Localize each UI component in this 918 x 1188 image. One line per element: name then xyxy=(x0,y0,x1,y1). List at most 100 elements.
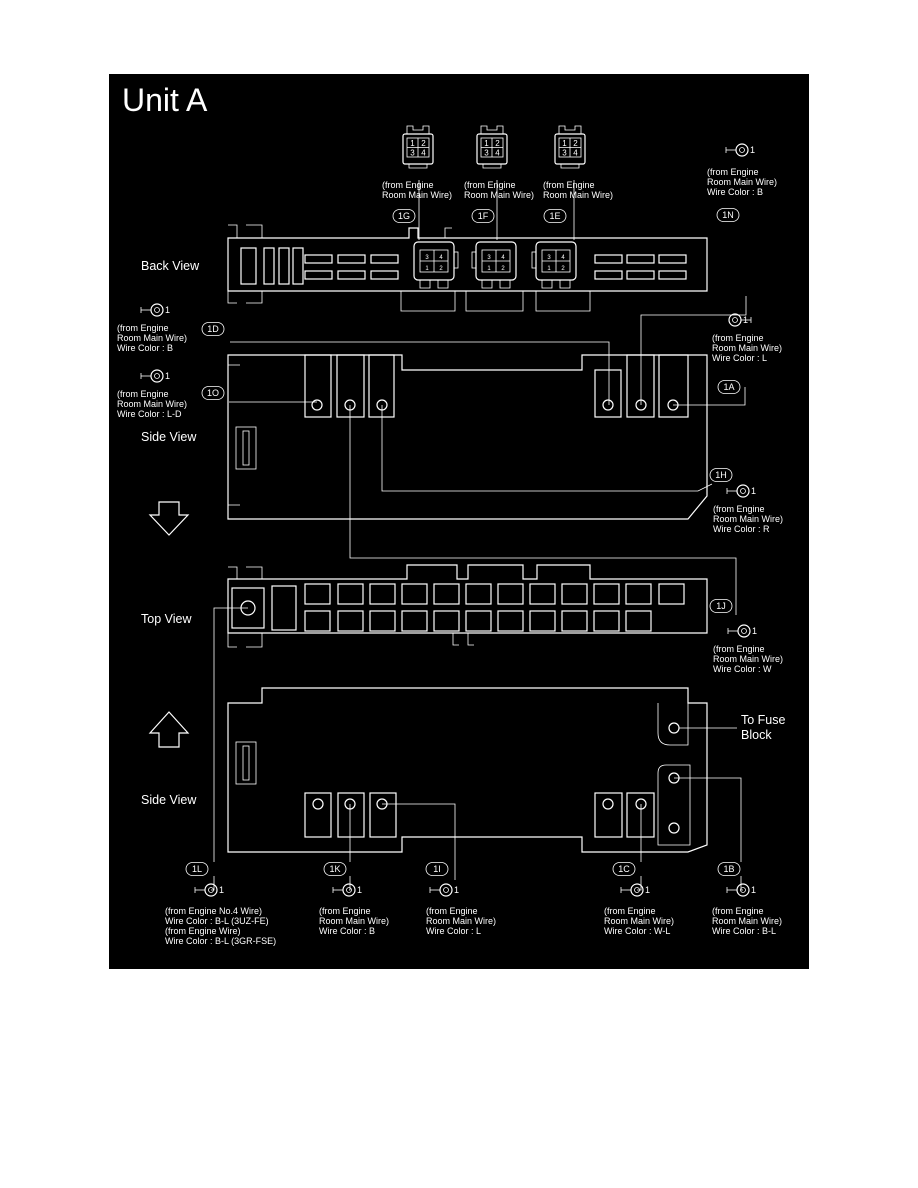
wire-note: (from Engine xyxy=(382,180,434,190)
socket-tail xyxy=(541,280,571,289)
terminal-number: 1 xyxy=(357,885,362,895)
terminal-number: 1 xyxy=(219,885,224,895)
connector-id-1l: 1L xyxy=(185,862,209,876)
connector-id-1a: 1A xyxy=(717,380,741,394)
wire-note: (from Engine xyxy=(604,906,656,916)
bolt-post xyxy=(594,369,622,418)
housing-feet xyxy=(400,291,591,312)
fuse-cell xyxy=(561,610,588,632)
bolt-hole xyxy=(602,798,614,810)
ring-terminal-icon: 1 xyxy=(727,624,757,638)
wire-note: (from Engine xyxy=(543,180,595,190)
wire-note: (from Engine No.4 Wire) xyxy=(165,906,262,916)
fuse-cell xyxy=(658,583,685,605)
ring-terminal-icon: 1 xyxy=(726,484,756,498)
relay-slot xyxy=(304,270,333,280)
pin-number: 2 xyxy=(495,139,500,148)
side-view-top-label: Side View xyxy=(141,430,197,444)
pin-number: 2 xyxy=(421,139,426,148)
ring-hole xyxy=(732,317,738,323)
ring xyxy=(728,313,742,327)
relay-slot xyxy=(626,270,655,280)
ring-terminal-icon: 1 xyxy=(194,883,224,897)
wire-note: (from Engine xyxy=(464,180,516,190)
id-badge xyxy=(185,862,209,876)
connector-id-1o: 1O xyxy=(201,386,225,400)
wire-note: Room Main Wire) xyxy=(382,190,452,200)
relay-slot xyxy=(626,254,655,264)
ring-hole xyxy=(740,488,746,494)
pin-number: 3 xyxy=(425,255,429,261)
terminal-number: 1 xyxy=(165,371,170,381)
pin-number: 1 xyxy=(547,266,551,272)
side-view-bottom-label: Side View xyxy=(141,793,197,807)
side-latch xyxy=(235,741,257,785)
bolt-post xyxy=(304,792,332,838)
pin-number: 3 xyxy=(484,149,489,158)
wire-note: Room Main Wire) xyxy=(604,916,674,926)
wire-1k xyxy=(349,876,351,891)
wire-note: Wire Color : L xyxy=(712,353,767,363)
pin-number: 3 xyxy=(487,255,491,261)
bolt-hole xyxy=(311,399,323,411)
wire-note: (from Engine xyxy=(712,333,764,343)
wire-note: Room Main Wire) xyxy=(712,343,782,353)
plug-tail xyxy=(482,164,502,169)
fuse-slot xyxy=(263,247,275,285)
pin-number: 2 xyxy=(561,266,565,272)
fuse-cell xyxy=(625,610,652,632)
back-view-label: Back View xyxy=(141,259,200,273)
wire-1a xyxy=(673,387,746,406)
ring xyxy=(150,303,164,317)
wire-note: (from Engine xyxy=(713,644,765,654)
wire-1b xyxy=(674,777,742,862)
wire-note: Wire Color : B xyxy=(707,187,763,197)
fuse-cell xyxy=(593,610,620,632)
latch xyxy=(406,125,430,134)
ring-hole xyxy=(154,307,160,313)
pin-number: 2 xyxy=(573,139,578,148)
arrow-down-icon xyxy=(148,501,190,536)
pin-number: 1 xyxy=(484,139,489,148)
fuse-cell xyxy=(465,583,492,605)
wire-note: Wire Color : B xyxy=(319,926,375,936)
housing-latch xyxy=(444,227,452,238)
plug-body xyxy=(554,133,586,165)
top-view-housing xyxy=(227,564,708,634)
connector-id-1f: 1F xyxy=(471,209,495,223)
relay-slot xyxy=(594,254,623,264)
wire-note: Room Main Wire) xyxy=(707,177,777,187)
pin-number: 1 xyxy=(425,266,429,272)
fuse-cell xyxy=(337,610,364,632)
wire-1l xyxy=(211,876,215,891)
terminal-number: 1 xyxy=(743,315,748,325)
plug-body xyxy=(402,133,434,165)
fuse-slot xyxy=(240,247,257,285)
plug-body xyxy=(476,133,508,165)
plug-tail xyxy=(408,164,428,169)
relay-slot xyxy=(370,270,399,280)
fuse-slot xyxy=(292,247,304,285)
ring xyxy=(630,883,644,897)
fuse-cell xyxy=(401,610,428,632)
bolt-hole xyxy=(602,399,614,411)
ring xyxy=(735,143,749,157)
wire-1d xyxy=(230,341,610,405)
pin-number: 2 xyxy=(439,266,443,272)
terminal-number: 1 xyxy=(645,885,650,895)
fuse-cell xyxy=(529,583,556,605)
fuse-cell xyxy=(369,610,396,632)
ring-terminal-icon: 1 xyxy=(728,313,752,327)
socket-lock xyxy=(471,251,477,269)
ring-terminal-icon: 1 xyxy=(726,883,756,897)
relay-slot xyxy=(337,254,366,264)
id-badge xyxy=(392,209,416,223)
pin-number: 3 xyxy=(562,149,567,158)
fuse-cavity xyxy=(271,585,297,631)
wire-note: Wire Color : W xyxy=(713,664,772,674)
